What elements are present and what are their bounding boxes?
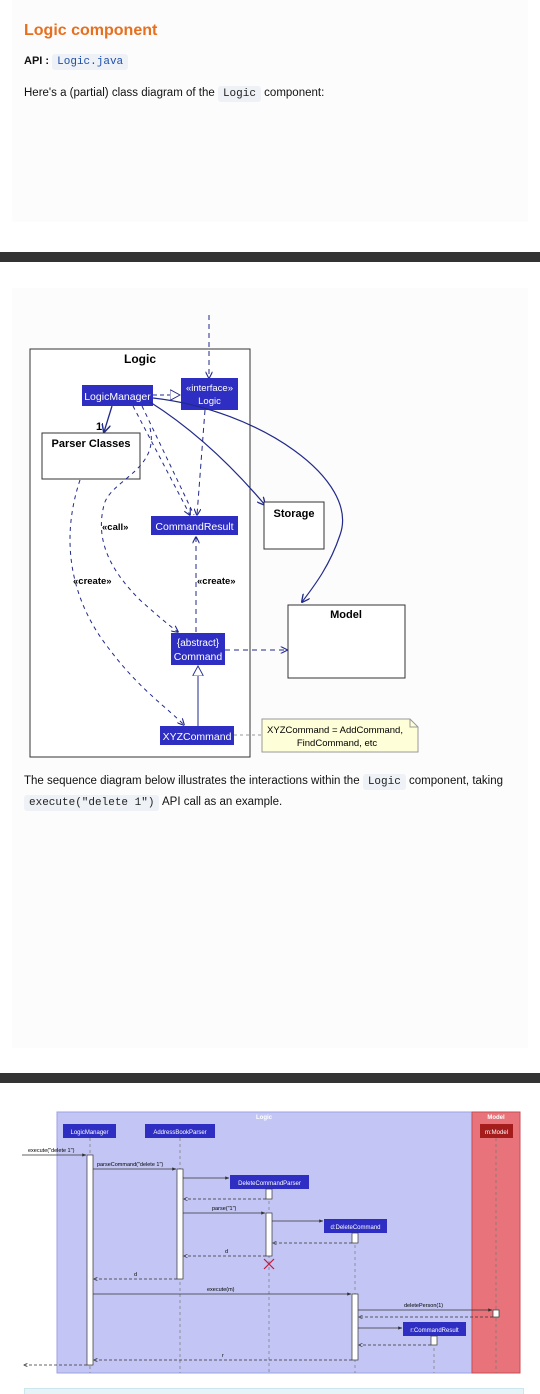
destroy-delete-parser-icon	[263, 1258, 275, 1270]
msg-execute-label: execute("delete 1")	[28, 1148, 75, 1154]
create-label-left: «create»	[73, 576, 112, 587]
api-line: API : Logic.java	[24, 54, 129, 70]
activation-model	[492, 1309, 500, 1318]
command-result-class[interactable]	[151, 516, 238, 535]
association-parser	[104, 405, 113, 432]
model-box[interactable]	[287, 604, 406, 679]
sequence-intro: The sequence diagram below illustrates t…	[24, 771, 524, 813]
command-result-label: CommandResult	[155, 521, 233, 533]
note-fold	[409, 719, 418, 728]
note-line-1: XYZCommand = AddCommand,	[267, 725, 403, 736]
sequence-diagram: Logic Model LogicManager AddressBookPars…	[22, 1111, 521, 1374]
msg-execute-m-label: execute(m)	[207, 1287, 235, 1293]
participant-parser-label: AddressBookParser	[153, 1130, 206, 1136]
activation-command-result	[430, 1335, 438, 1346]
parser-classes-label: Parser Classes	[52, 438, 131, 450]
class-diagram: Logic LogicManager «interface» Logic 1 P…	[29, 315, 419, 758]
activation-delete-parser-2	[265, 1212, 273, 1257]
participant-model[interactable]	[480, 1124, 513, 1138]
participant-logic-manager-label: LogicManager	[70, 1130, 108, 1136]
content-panel-top	[12, 0, 528, 222]
ret-d-1-label: d	[225, 1249, 228, 1255]
activation-logic-manager	[86, 1154, 94, 1366]
divider-band-2	[0, 1073, 540, 1083]
seq-intro-code: Logic	[362, 774, 406, 790]
call-dependency	[100, 427, 178, 632]
participant-command-result[interactable]	[403, 1322, 466, 1336]
seq-intro-text: The sequence diagram below illustrates t…	[24, 775, 360, 787]
participant-delete-parser-label: DeleteCommandParser	[238, 1181, 301, 1187]
participant-delete-command-label: d:DeleteCommand	[330, 1225, 380, 1231]
activation-parser	[176, 1168, 184, 1280]
intro-text-after: component:	[264, 87, 325, 99]
seq-intro-text-3: API call as an example.	[161, 796, 283, 808]
interface-stereotype: «interface»	[186, 383, 233, 394]
msg-parse-command-label: parseCommand("delete 1")	[97, 1162, 163, 1168]
sequence-logic-box	[56, 1111, 473, 1374]
section-heading: Logic component	[24, 22, 158, 39]
logic-package	[29, 348, 251, 758]
parser-classes-box[interactable]	[41, 432, 141, 480]
sequence-logic-title: Logic	[256, 1115, 273, 1121]
class-diagram-intro: Here's a (partial) class diagram of the …	[24, 84, 524, 104]
logic-manager-label: LogicManager	[84, 391, 151, 403]
participant-parser[interactable]	[145, 1124, 215, 1138]
api-label: API	[24, 55, 43, 67]
msg-delete-person-label: deletePerson(1)	[404, 1303, 443, 1309]
create-label-mid: «create»	[197, 576, 236, 587]
activation-delete-command-2	[351, 1293, 359, 1361]
xyz-command-label: XYZCommand	[163, 731, 232, 743]
logic-package-title: Logic	[124, 352, 156, 366]
storage-box[interactable]	[263, 501, 325, 550]
note-line-2: FindCommand, etc	[297, 738, 378, 749]
association-model	[152, 397, 343, 602]
participant-command-result-label: r:CommandResult	[410, 1328, 459, 1334]
seq-intro-code-2: execute("delete 1")	[24, 795, 160, 811]
api-separator: :	[45, 55, 50, 67]
msg-parse-label: parse("1")	[212, 1206, 237, 1212]
xyz-command-class[interactable]	[160, 726, 234, 745]
storage-label: Storage	[274, 508, 315, 520]
participant-delete-command[interactable]	[324, 1219, 387, 1233]
ret-r-label: r	[222, 1353, 224, 1359]
activation-delete-command-1	[351, 1232, 359, 1244]
model-label: Model	[330, 609, 362, 621]
participant-logic-manager[interactable]	[63, 1124, 116, 1138]
abstract-stereotype: {abstract}	[177, 638, 220, 649]
abstract-command-class[interactable]	[171, 633, 225, 665]
ret-d-2-label: d	[134, 1272, 137, 1278]
activation-delete-parser-1	[265, 1188, 273, 1200]
association-storage	[149, 401, 265, 505]
multiplicity-label: 1	[96, 421, 102, 433]
note-box	[261, 718, 419, 753]
participant-delete-parser[interactable]	[230, 1175, 309, 1189]
api-link[interactable]: Logic.java	[52, 54, 129, 70]
intro-text: Here's a (partial) class diagram of the	[24, 87, 215, 99]
interface-name: Logic	[198, 396, 221, 407]
seq-intro-text-2: component, taking	[409, 775, 504, 787]
participant-model-label: m:Model	[485, 1130, 508, 1136]
info-box-edge	[24, 1388, 524, 1394]
intro-code: Logic	[217, 86, 261, 102]
sequence-model-title: Model	[487, 1115, 505, 1121]
create-dependency-left	[69, 479, 184, 725]
divider-band	[0, 252, 540, 262]
logic-manager-class[interactable]	[82, 385, 153, 406]
call-label: «call»	[102, 522, 128, 533]
abstract-name: Command	[174, 651, 223, 663]
